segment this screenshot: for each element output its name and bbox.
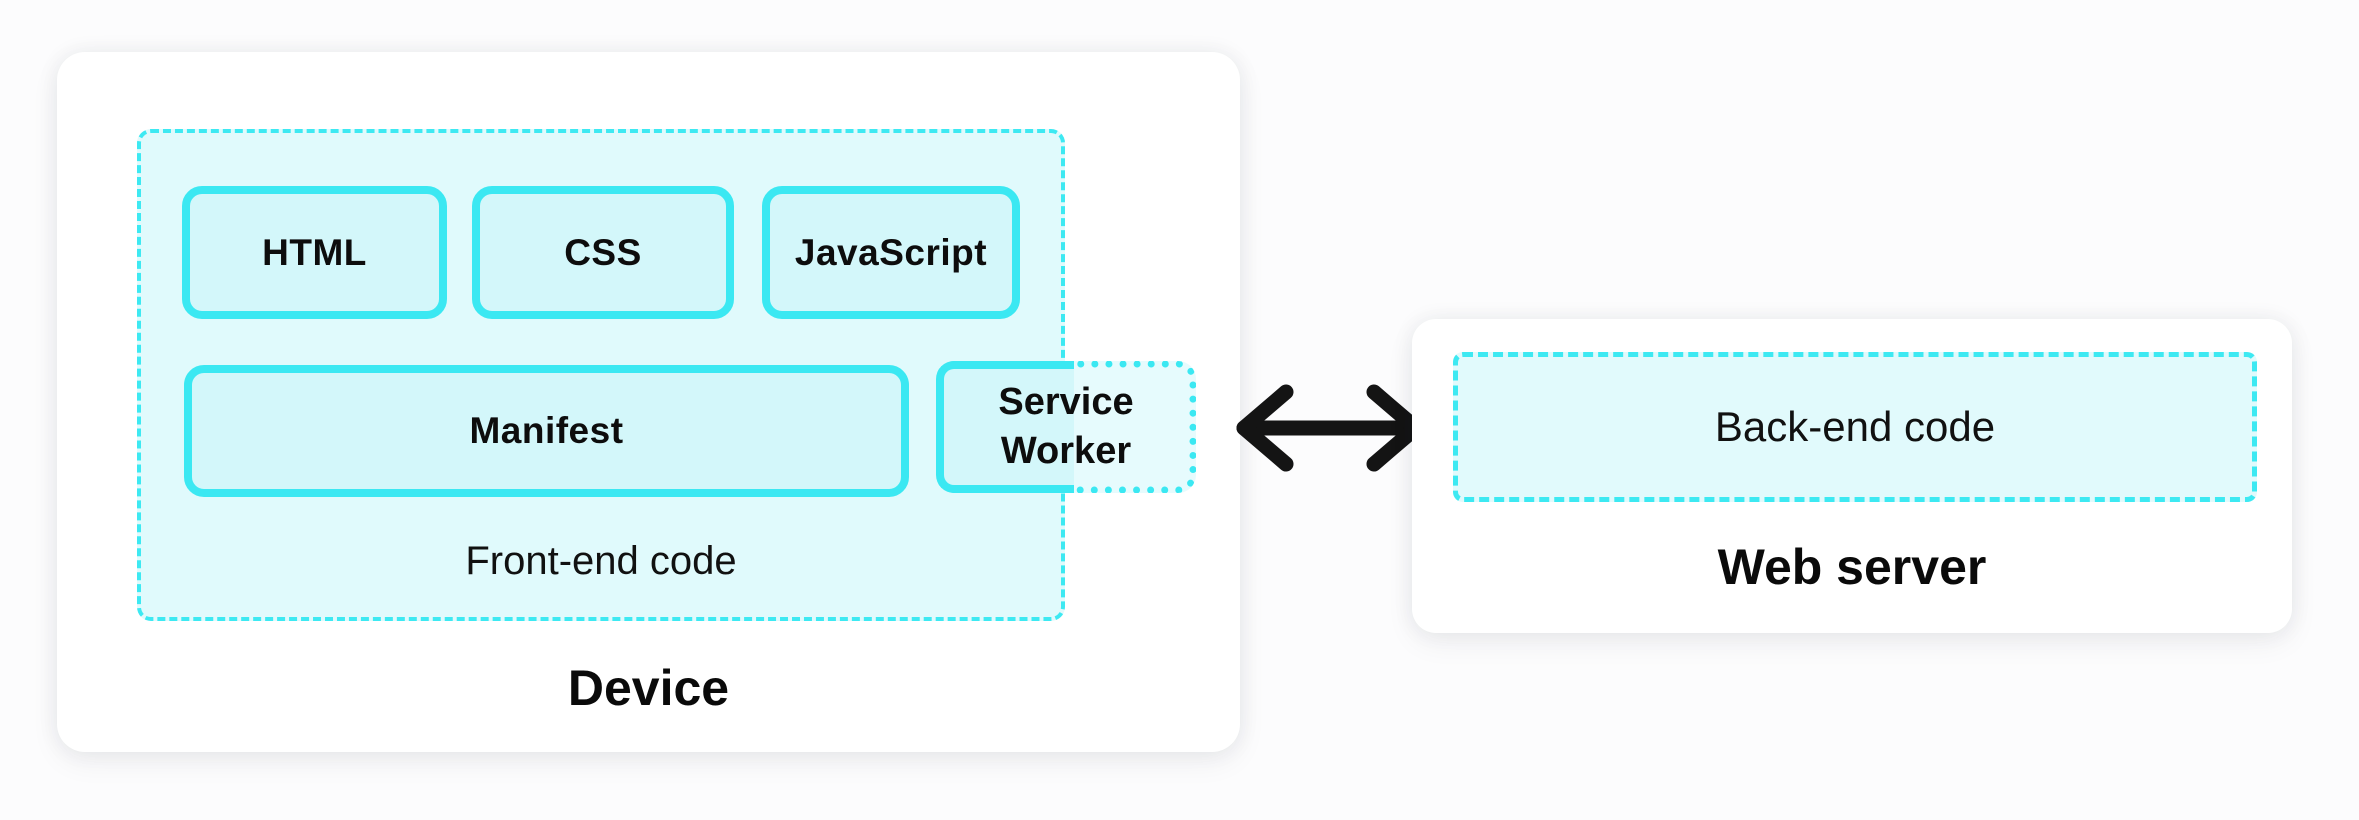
web-server-card: Back-end code Web server [1412, 319, 2292, 633]
javascript-box-label: JavaScript [794, 231, 988, 273]
service-worker-box: Service Worker [936, 361, 1196, 493]
backend-code-caption: Back-end code [1714, 403, 1996, 450]
manifest-box-label: Manifest [469, 410, 624, 451]
device-title: Device [567, 660, 730, 716]
html-box-label: HTML [262, 231, 367, 273]
html-box: HTML [182, 186, 447, 319]
css-box-label: CSS [564, 231, 642, 273]
backend-code-box: Back-end code [1453, 352, 2257, 502]
service-worker-label-line2: Worker [1000, 430, 1132, 472]
javascript-box: JavaScript [762, 186, 1020, 319]
frontend-code-caption: Front-end code [465, 539, 737, 583]
device-card: HTML CSS JavaScript Manifest Front-end c… [57, 52, 1240, 752]
service-worker-solid-border [936, 361, 1074, 493]
manifest-box: Manifest [184, 365, 909, 497]
css-box: CSS [472, 186, 734, 319]
service-worker-label: Service Worker [943, 368, 1189, 486]
service-worker-label-line1: Service [998, 381, 1134, 423]
web-server-title: Web server [1717, 539, 1987, 595]
frontend-code-group: HTML CSS JavaScript Manifest Front-end c… [137, 129, 1065, 621]
bidirectional-arrow-icon [1222, 382, 1438, 474]
